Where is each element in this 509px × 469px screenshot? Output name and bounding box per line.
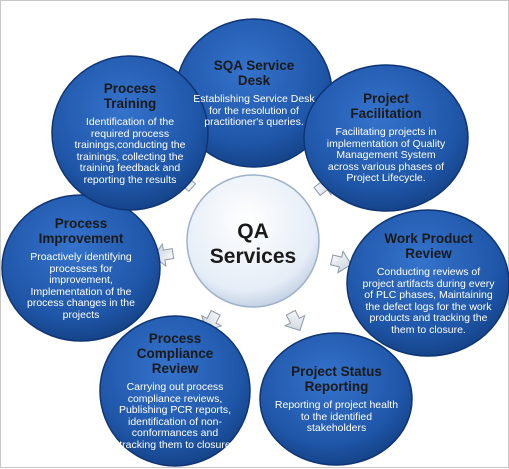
arrow-to-work-product-review (329, 250, 352, 274)
node-description-work-product-review: Conducting reviews of project artifacts … (362, 266, 495, 336)
node-title-line: Work Product (384, 231, 473, 246)
node-circle-work-product-review (346, 209, 509, 357)
node-title-line: Review (405, 246, 452, 261)
node-circle-process-compliance-review (99, 315, 251, 467)
node-circle-project-facilitation (303, 64, 469, 212)
node-title-line: Reporting (304, 379, 369, 394)
node-title-line: Project (363, 91, 409, 106)
node-title-line: Compliance (136, 346, 214, 361)
node-title-line: Facilitation (350, 106, 422, 121)
center-circle (186, 174, 320, 308)
node-description-sqa-service-desk: Establishing Service Desk for the resolu… (193, 93, 315, 128)
node-title-line: Review (151, 361, 199, 376)
node-circle-process-training (51, 55, 209, 211)
node-title-line: Process (54, 216, 108, 231)
node-title-line: Improvement (38, 231, 124, 246)
center-label-line1: QA (237, 220, 269, 243)
arrow-to-project-status-reporting (283, 309, 306, 332)
node-title-line: Process (103, 81, 157, 96)
node-title-line: Desk (237, 73, 271, 88)
node-description-project-status-reporting: Reporting of project health to the ident… (274, 399, 399, 434)
node-circle-process-improvement (1, 194, 161, 342)
node-description-project-facilitation: Facilitating projects in implementation … (326, 126, 446, 184)
node-description-process-training: Identification of the required process t… (74, 116, 186, 186)
node-description-process-improvement: Proactively identifying processes for im… (27, 251, 135, 321)
node-circle-project-status-reporting (259, 332, 413, 466)
node-title-line: Project Status (291, 364, 382, 379)
node-title-line: SQA Service (213, 58, 295, 73)
node-description-process-compliance-review: Carrying out process compliance reviews,… (118, 381, 232, 451)
center-label-line2: Services (209, 245, 297, 268)
node-title-line: Training (103, 96, 157, 111)
node-title-line: Process (148, 331, 202, 346)
center-label: QA Services (193, 219, 313, 269)
